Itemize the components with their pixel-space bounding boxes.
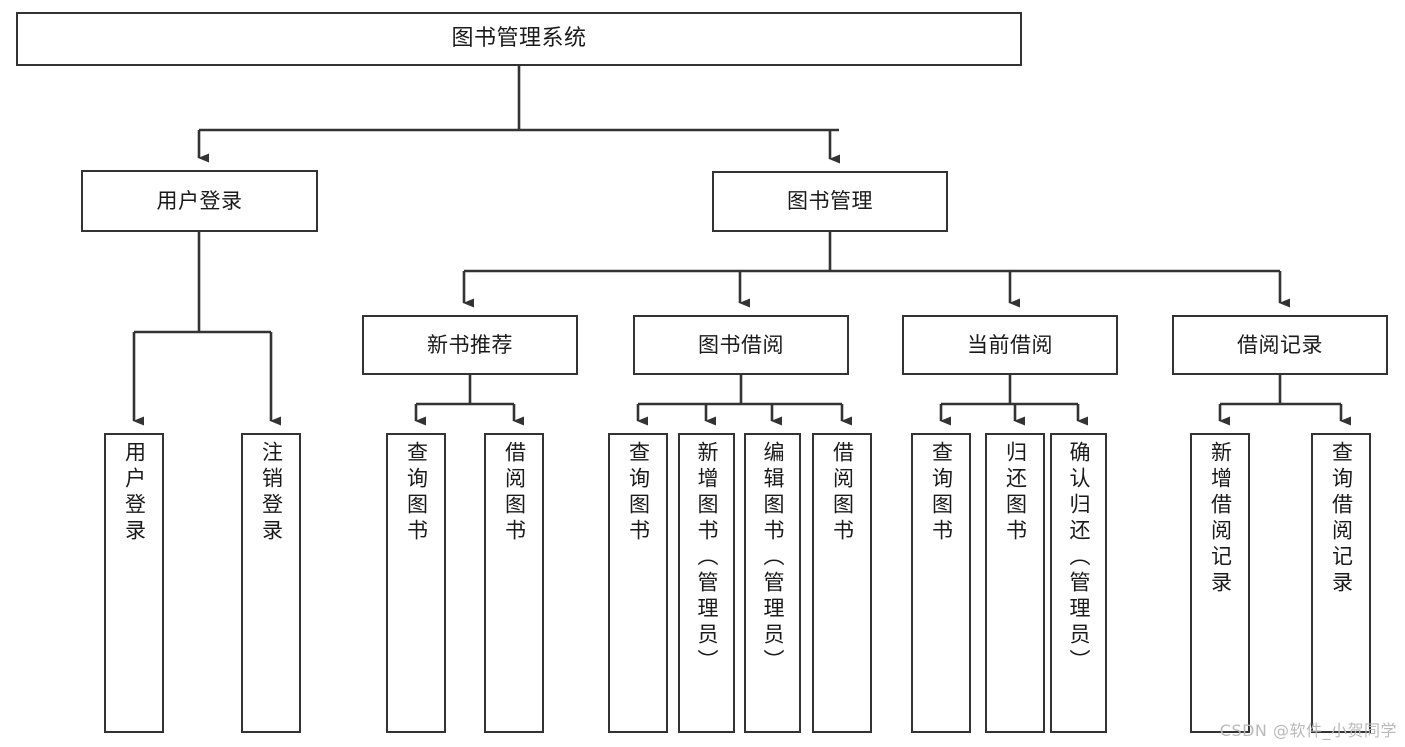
node-leaf-return-book[interactable]: 归还图书 [985, 433, 1045, 733]
node-label-leaf-add-book: 新增图书（管理员） [695, 441, 719, 675]
node-leaf-confirm-return[interactable]: 确认归还（管理员） [1050, 433, 1107, 733]
edge-book-manage-to-level2 [462, 232, 1290, 308]
edge-new-book-rec-to-leaves [414, 375, 524, 426]
node-root[interactable]: 图书管理系统 [16, 12, 1022, 66]
node-new-book-rec[interactable]: 新书推荐 [362, 315, 578, 375]
node-label-leaf-query-record: 查询借阅记录 [1329, 441, 1354, 597]
node-leaf-user-logout[interactable]: 注销登录 [241, 433, 301, 733]
node-leaf-query-book-3[interactable]: 查询图书 [911, 433, 971, 733]
node-label-leaf-borrow-book-1: 借阅图书 [502, 441, 527, 545]
node-label-leaf-add-record: 新增借阅记录 [1208, 441, 1233, 597]
node-leaf-add-book[interactable]: 新增图书（管理员） [678, 433, 735, 733]
node-label-user-login: 用户登录 [156, 188, 243, 213]
node-label-leaf-borrow-book-2: 借阅图书 [830, 441, 855, 545]
node-label-leaf-user-login: 用户登录 [122, 441, 147, 545]
node-book-manage[interactable]: 图书管理 [712, 171, 948, 232]
edge-root-to-level1 [197, 66, 840, 164]
node-label-current-borrow: 当前借阅 [967, 332, 1053, 357]
node-label-leaf-edit-book: 编辑图书（管理员） [761, 441, 785, 675]
node-label-borrow-record: 借阅记录 [1237, 332, 1323, 357]
edge-current-borrow-to-leaves [939, 375, 1088, 426]
edge-user-login-to-leaves [132, 232, 281, 426]
node-current-borrow[interactable]: 当前借阅 [902, 315, 1118, 375]
node-label-leaf-query-book-1: 查询图书 [404, 441, 429, 545]
node-label-new-book-rec: 新书推荐 [427, 332, 513, 357]
node-book-borrow[interactable]: 图书借阅 [633, 315, 849, 375]
node-user-login[interactable]: 用户登录 [81, 170, 318, 232]
node-label-book-borrow: 图书借阅 [698, 332, 784, 357]
edge-borrow-record-to-leaves [1218, 375, 1351, 426]
node-label-book-manage: 图书管理 [787, 189, 873, 214]
node-label-root: 图书管理系统 [451, 26, 587, 52]
node-borrow-record[interactable]: 借阅记录 [1172, 315, 1388, 375]
node-label-leaf-confirm-return: 确认归还（管理员） [1067, 441, 1091, 675]
node-label-leaf-return-book: 归还图书 [1003, 441, 1028, 545]
node-leaf-edit-book[interactable]: 编辑图书（管理员） [744, 433, 801, 733]
node-label-leaf-query-book-2: 查询图书 [626, 441, 651, 545]
node-leaf-borrow-book-2[interactable]: 借阅图书 [812, 433, 872, 733]
node-leaf-borrow-book-1[interactable]: 借阅图书 [484, 433, 544, 733]
edge-book-borrow-to-leaves [636, 375, 852, 426]
node-leaf-query-book-2[interactable]: 查询图书 [608, 433, 668, 733]
node-leaf-user-login[interactable]: 用户登录 [104, 433, 164, 733]
node-leaf-add-record[interactable]: 新增借阅记录 [1190, 433, 1250, 733]
node-label-leaf-user-logout: 注销登录 [259, 441, 284, 545]
node-label-leaf-query-book-3: 查询图书 [929, 441, 954, 545]
node-leaf-query-book-1[interactable]: 查询图书 [386, 433, 446, 733]
node-leaf-query-record[interactable]: 查询借阅记录 [1311, 433, 1371, 733]
